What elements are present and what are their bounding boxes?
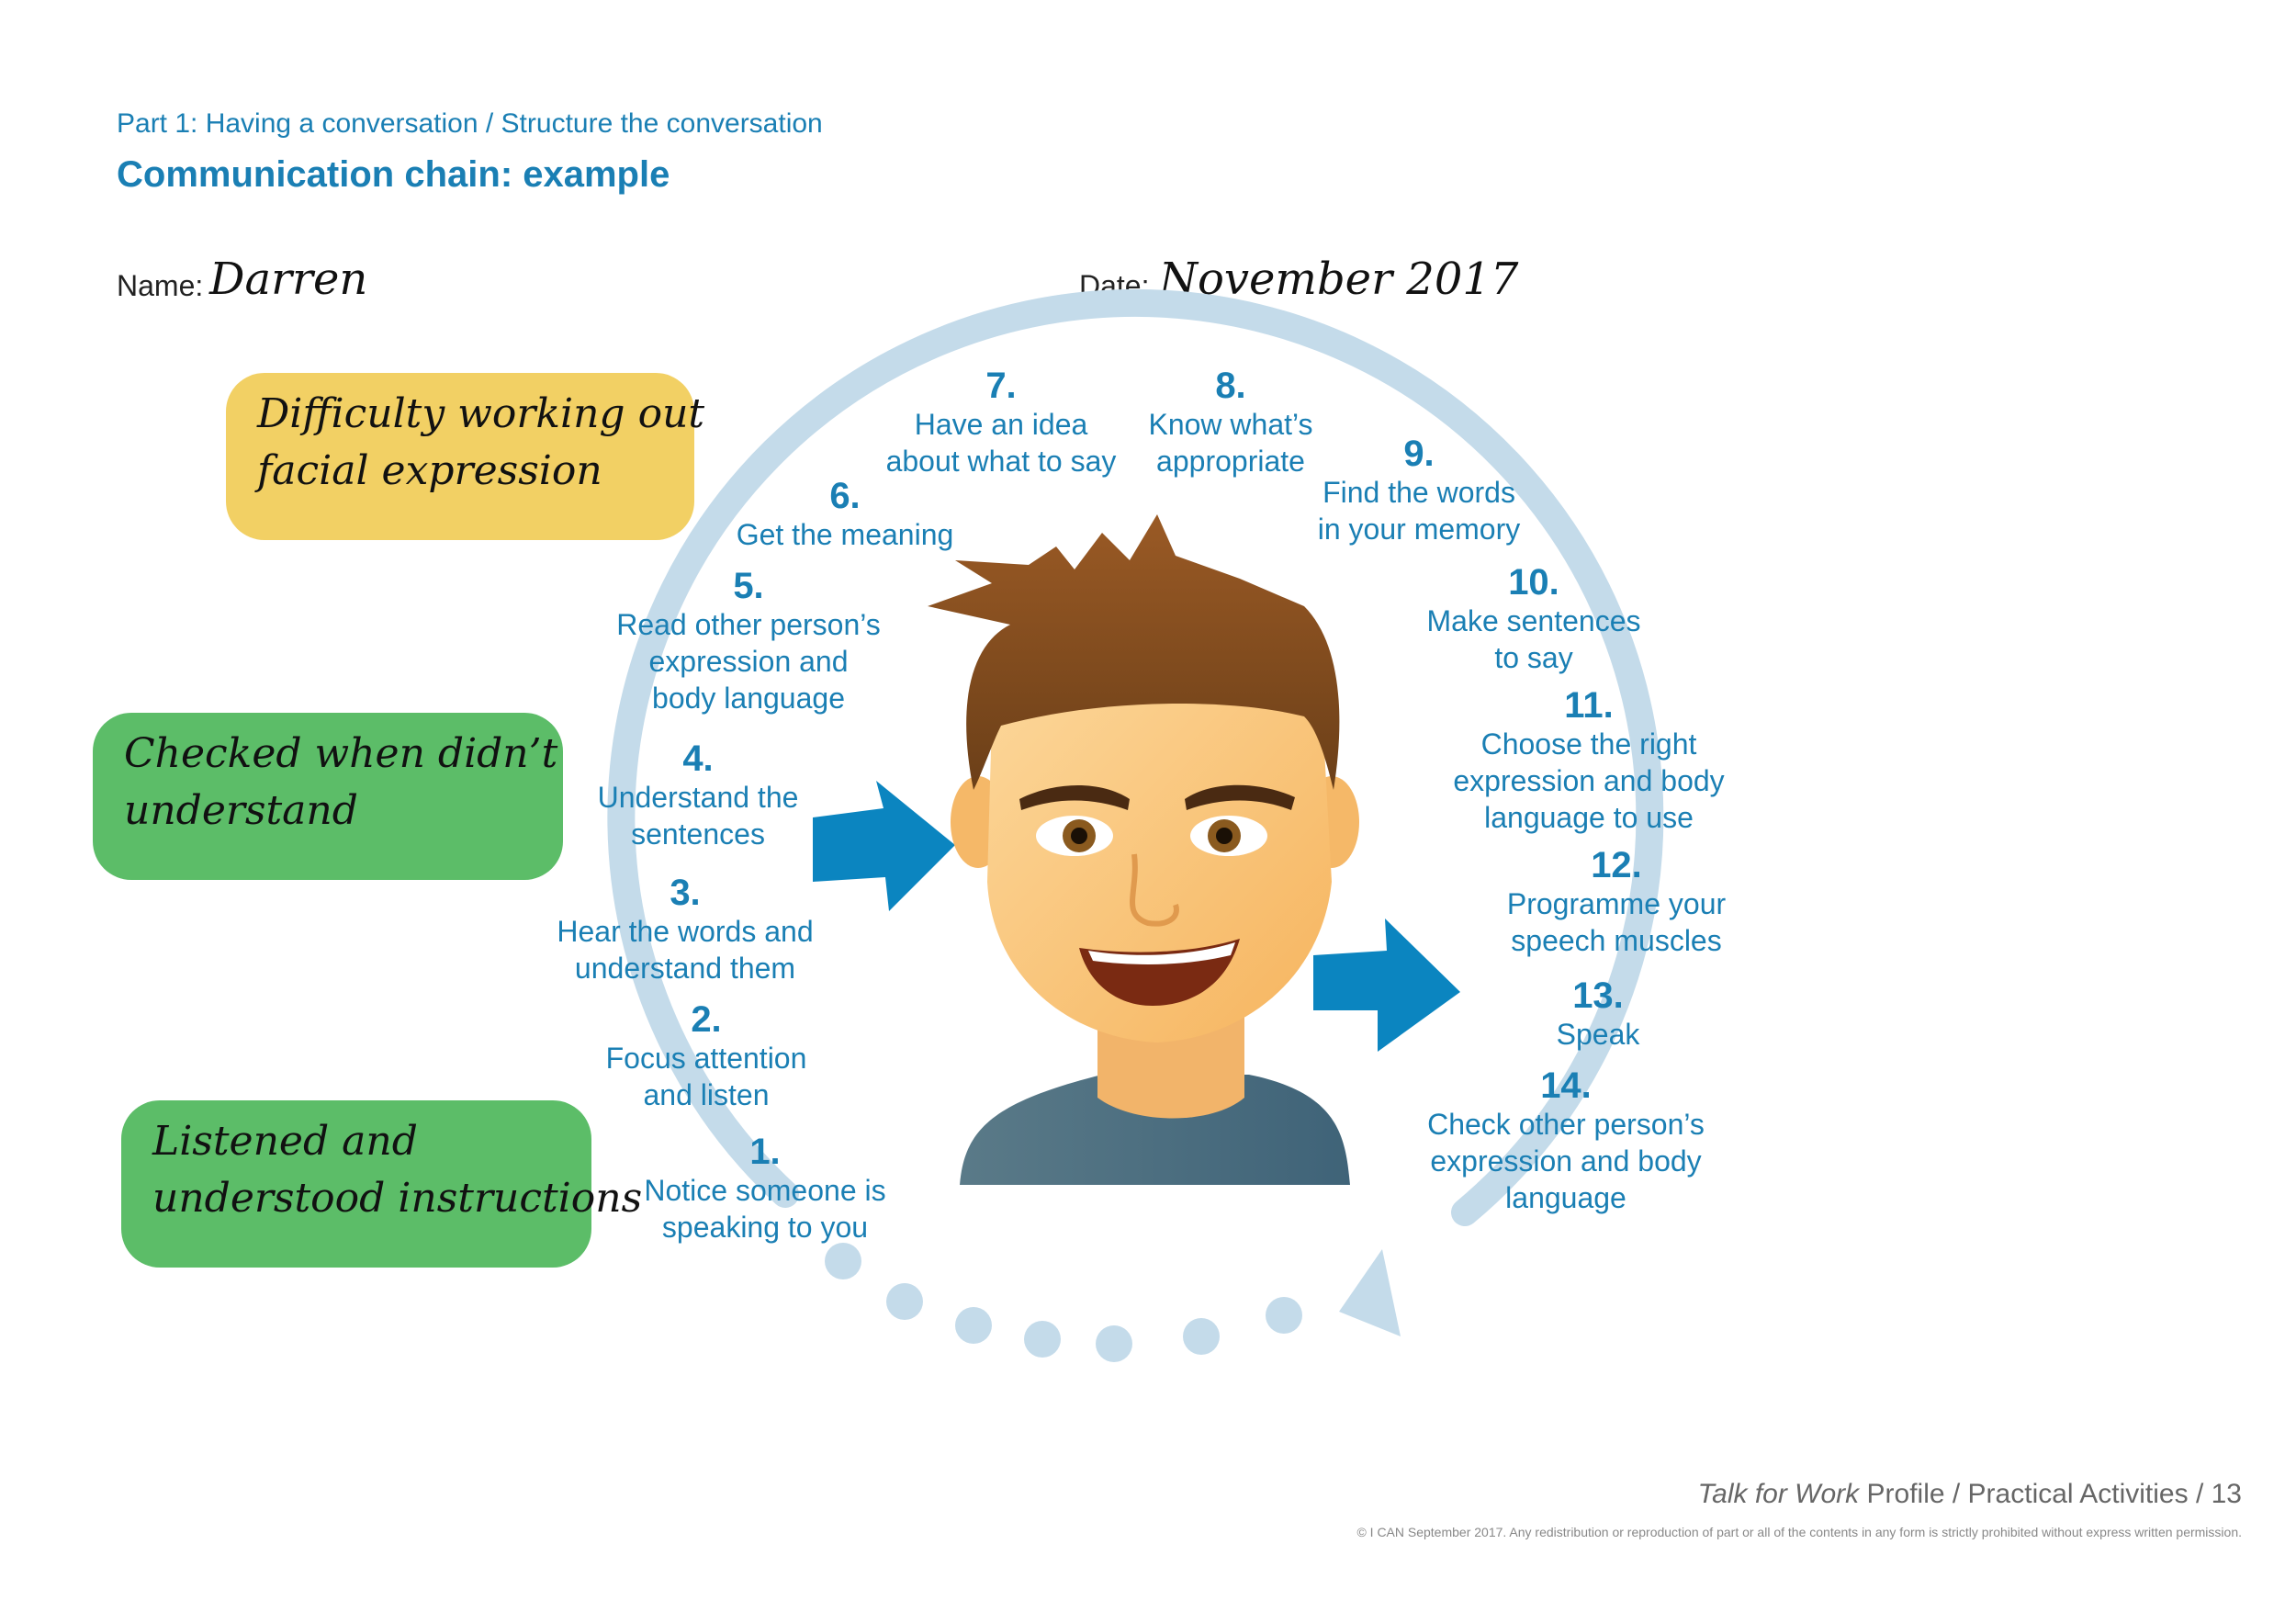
cycle-arrowhead-icon xyxy=(1339,1249,1401,1336)
step-text: Check other person’s xyxy=(1427,1108,1705,1141)
step-13: 13. Speak xyxy=(1506,975,1690,1053)
step-text: expression and body xyxy=(1453,764,1725,797)
footer-title-rest: Profile / Practical Activities / 13 xyxy=(1859,1479,2243,1509)
note-listened: Listened and understood instructions xyxy=(121,1100,643,1268)
footer-copyright: © I CAN September 2017. Any redistributi… xyxy=(1356,1525,2242,1539)
step-text: Notice someone is xyxy=(644,1174,886,1207)
step-text: sentences xyxy=(631,817,765,851)
step-text: Hear the words and xyxy=(557,915,814,948)
step-number: 14. xyxy=(1540,1065,1592,1106)
footer-title-em: Talk for Work xyxy=(1697,1479,1860,1509)
step-text: Choose the right xyxy=(1480,727,1697,761)
step-9: 9. Find the words in your memory xyxy=(1281,434,1557,547)
page-title: Communication chain: example xyxy=(117,154,670,195)
step-text: body language xyxy=(652,682,845,715)
step-text: speech muscles xyxy=(1511,924,1722,957)
step-text: speaking to you xyxy=(661,1211,869,1244)
note-line: Difficulty working out xyxy=(257,390,705,437)
step-number: 8. xyxy=(1215,366,1246,406)
step-text: Focus attention xyxy=(605,1042,807,1075)
step-2: 2. Focus attention and listen xyxy=(523,999,890,1113)
note-line: facial expression xyxy=(257,447,602,494)
step-text: to say xyxy=(1494,641,1573,674)
footer-title: Talk for Work Profile / Practical Activi… xyxy=(1698,1479,2242,1510)
step-number: 4. xyxy=(682,738,714,779)
step-text: appropriate xyxy=(1156,445,1305,478)
note-checked: Checked when didn’t understand xyxy=(93,713,563,880)
step-8: 8. Know what’s appropriate xyxy=(1130,366,1332,479)
step-text: in your memory xyxy=(1317,513,1521,546)
name-label: Name: xyxy=(117,269,204,302)
note-line: Checked when didn’t xyxy=(124,730,558,777)
step-text: Find the words xyxy=(1322,476,1515,509)
cycle-dots xyxy=(825,1243,1302,1362)
step-text: expression and body xyxy=(1430,1144,1702,1178)
step-text: and listen xyxy=(643,1078,770,1111)
arrow-out-icon xyxy=(1313,919,1460,1052)
step-text: language xyxy=(1505,1181,1626,1214)
step-text: Understand the xyxy=(597,781,799,814)
step-text: expression and xyxy=(648,645,849,678)
face-illustration xyxy=(928,514,1359,1185)
step-text: Get the meaning xyxy=(736,518,954,551)
step-number: 2. xyxy=(691,999,722,1040)
step-12: 12. Programme your speech muscles xyxy=(1469,845,1763,959)
step-text: Read other person’s xyxy=(616,608,881,641)
step-text: Have an idea xyxy=(914,408,1088,441)
step-text: Make sentences xyxy=(1426,604,1641,637)
step-text: Speak xyxy=(1556,1018,1640,1051)
step-number: 11. xyxy=(1564,685,1614,726)
step-1: 1. Notice someone is speaking to you xyxy=(581,1132,949,1245)
step-text: Know what’s xyxy=(1148,408,1313,441)
step-number: 7. xyxy=(985,366,1017,406)
step-text: Programme your xyxy=(1506,887,1727,920)
note-difficulty: Difficulty working out facial expression xyxy=(226,373,705,540)
step-5: 5. Read other person’s expression and bo… xyxy=(560,566,937,716)
cycle-ring xyxy=(607,288,1664,1226)
step-number: 1. xyxy=(749,1132,781,1172)
step-text: about what to say xyxy=(885,445,1117,478)
breadcrumb: Part 1: Having a conversation / Structur… xyxy=(117,108,823,139)
note-line: Listened and xyxy=(152,1118,418,1165)
arrow-in-icon xyxy=(813,781,955,911)
name-value: Darren xyxy=(209,254,368,305)
step-3: 3. Hear the words and understand them xyxy=(501,873,869,986)
step-number: 9. xyxy=(1403,434,1435,474)
step-14: 14. Check other person’s expression and … xyxy=(1401,1065,1731,1216)
step-number: 6. xyxy=(829,476,861,516)
step-number: 13. xyxy=(1572,975,1624,1016)
note-line: understood instructions xyxy=(152,1175,643,1222)
step-text: understand them xyxy=(574,952,796,985)
step-number: 10. xyxy=(1508,562,1559,603)
step-text: language to use xyxy=(1484,801,1694,834)
step-10: 10. Make sentences to say xyxy=(1396,562,1671,676)
step-7: 7. Have an idea about what to say xyxy=(863,366,1139,479)
step-number: 12. xyxy=(1591,845,1642,885)
step-6: 6. Get the meaning xyxy=(698,476,992,553)
step-11: 11. Choose the right expression and body… xyxy=(1424,685,1754,836)
step-number: 3. xyxy=(670,873,701,913)
step-number: 5. xyxy=(733,566,764,606)
note-line: understand xyxy=(124,787,358,834)
step-4: 4. Understand the sentences xyxy=(514,738,882,852)
